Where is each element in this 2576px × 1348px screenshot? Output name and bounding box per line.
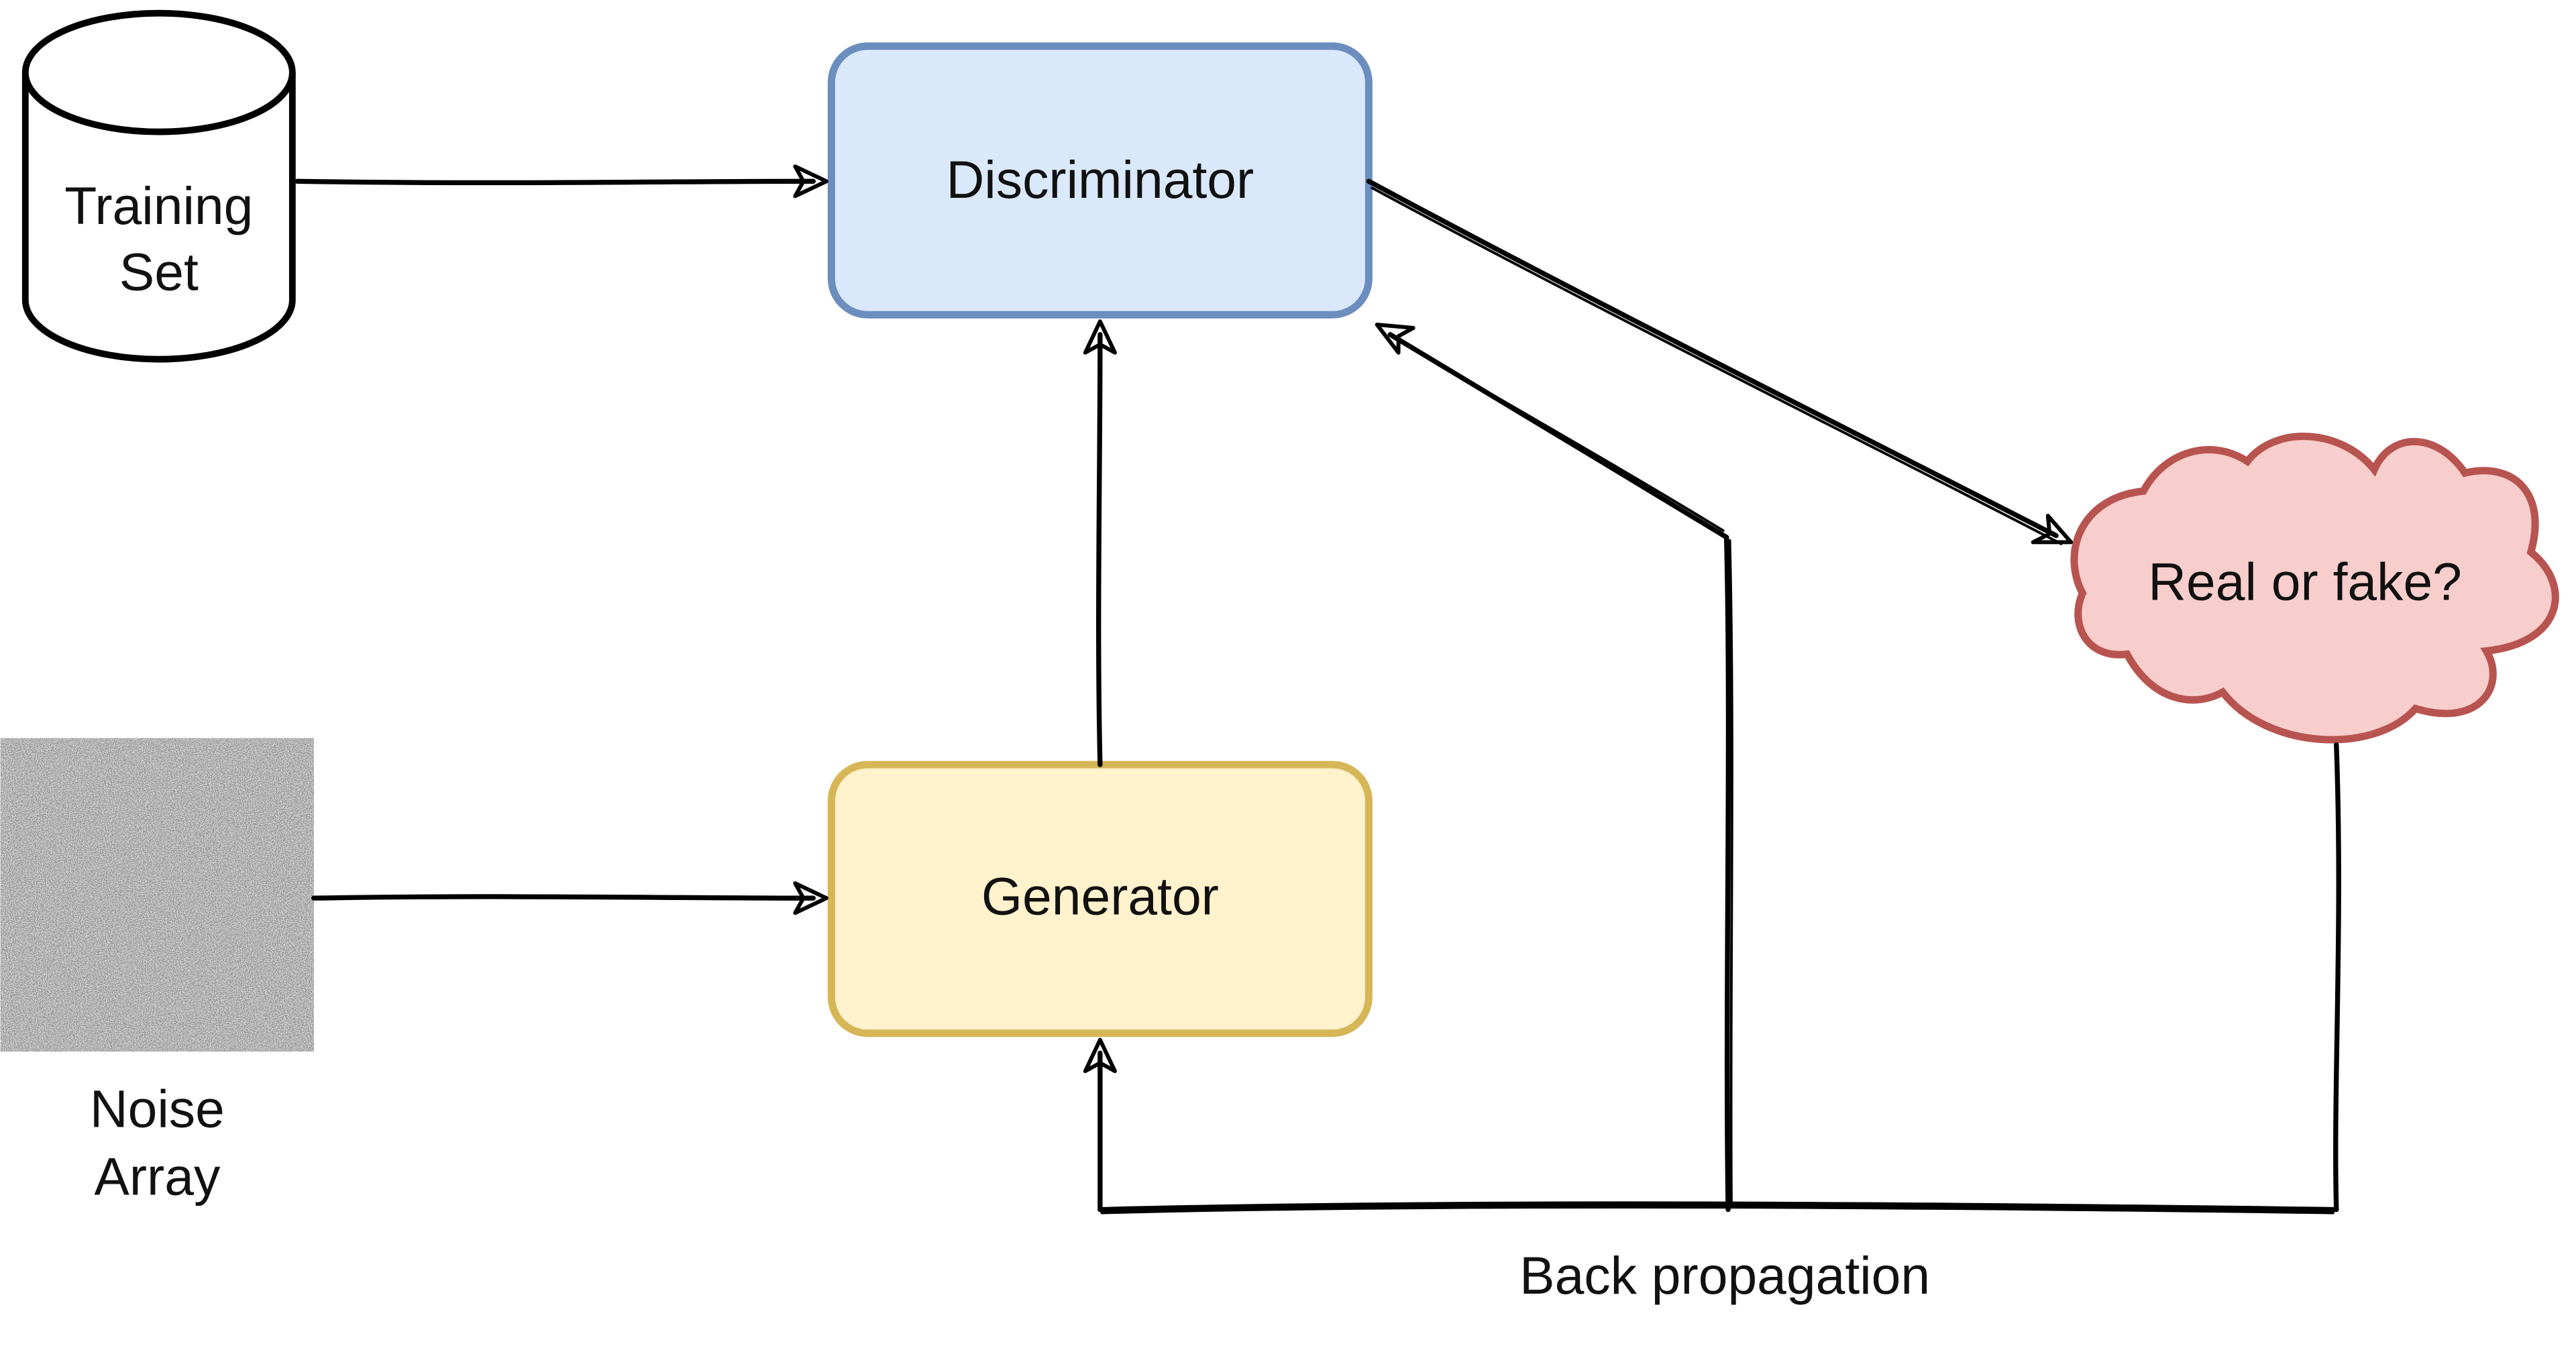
real-or-fake-cloud xyxy=(2070,433,2559,744)
noise-array-label-line2: Array xyxy=(94,1147,221,1206)
training-set-cylinder xyxy=(21,72,296,363)
edge-generator-to-discriminator xyxy=(1083,319,1117,767)
training-set-node[interactable]: Training Set xyxy=(21,9,296,363)
discriminator-node[interactable]: Discriminator xyxy=(827,42,1373,319)
training-set-label-line2: Set xyxy=(119,242,199,301)
noise-array-node[interactable]: Noise Array xyxy=(0,738,314,1206)
edge-back-propagation: Back propagation xyxy=(1083,323,2341,1305)
real-or-fake-label: Real or fake? xyxy=(2148,552,2462,611)
noise-array-image xyxy=(0,738,314,1052)
edge-discriminator-to-cloud xyxy=(1366,178,2074,545)
edge-training-to-discriminator xyxy=(294,164,828,199)
training-set-cylinder-top xyxy=(21,9,296,135)
back-propagation-label: Back propagation xyxy=(1519,1246,1930,1305)
training-set-label-line1: Training xyxy=(64,176,253,235)
discriminator-label: Discriminator xyxy=(947,150,1254,209)
real-or-fake-node[interactable]: Real or fake? xyxy=(2070,433,2559,744)
noise-array-label-line1: Noise xyxy=(90,1080,225,1139)
edge-noise-to-generator xyxy=(311,881,828,915)
generator-node[interactable]: Generator xyxy=(827,761,1373,1037)
generator-label: Generator xyxy=(981,867,1219,926)
